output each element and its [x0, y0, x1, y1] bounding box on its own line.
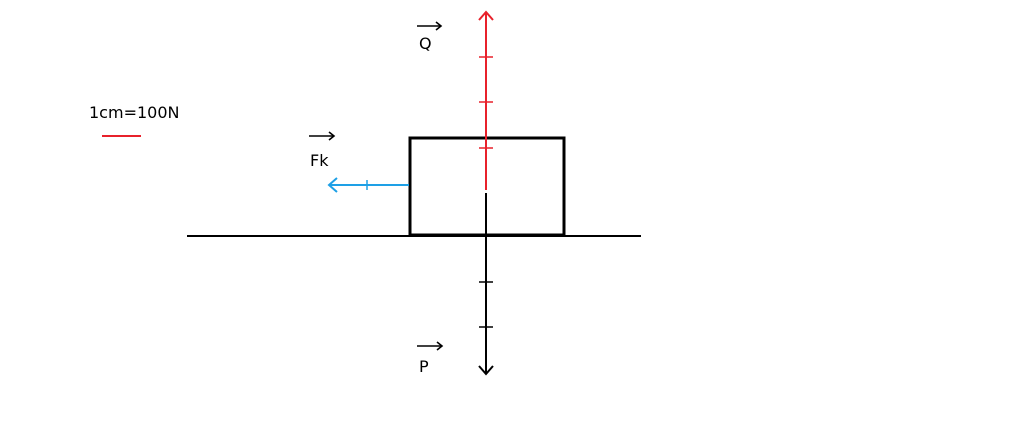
- vector-q-arrowhead: [478, 10, 494, 21]
- vector-p-label: P: [419, 357, 429, 376]
- vector-fk-arrowhead: [327, 177, 338, 193]
- vector-fk: [327, 177, 409, 193]
- vector-q: [478, 10, 494, 190]
- vector-q-label-group: Q: [417, 21, 443, 53]
- vector-p-label-group: P: [417, 341, 444, 376]
- scale-label: 1cm=100N: [89, 103, 179, 122]
- vector-q-label: Q: [419, 34, 432, 53]
- vector-fk-label-group: Fk: [309, 131, 336, 170]
- vector-fk-label: Fk: [310, 151, 329, 170]
- vector-fk-overarrow: [328, 131, 336, 141]
- vector-q-overarrow: [435, 21, 443, 31]
- vector-p-overarrow: [436, 341, 444, 351]
- vector-p-arrowhead: [478, 365, 494, 376]
- vector-p: [478, 193, 494, 376]
